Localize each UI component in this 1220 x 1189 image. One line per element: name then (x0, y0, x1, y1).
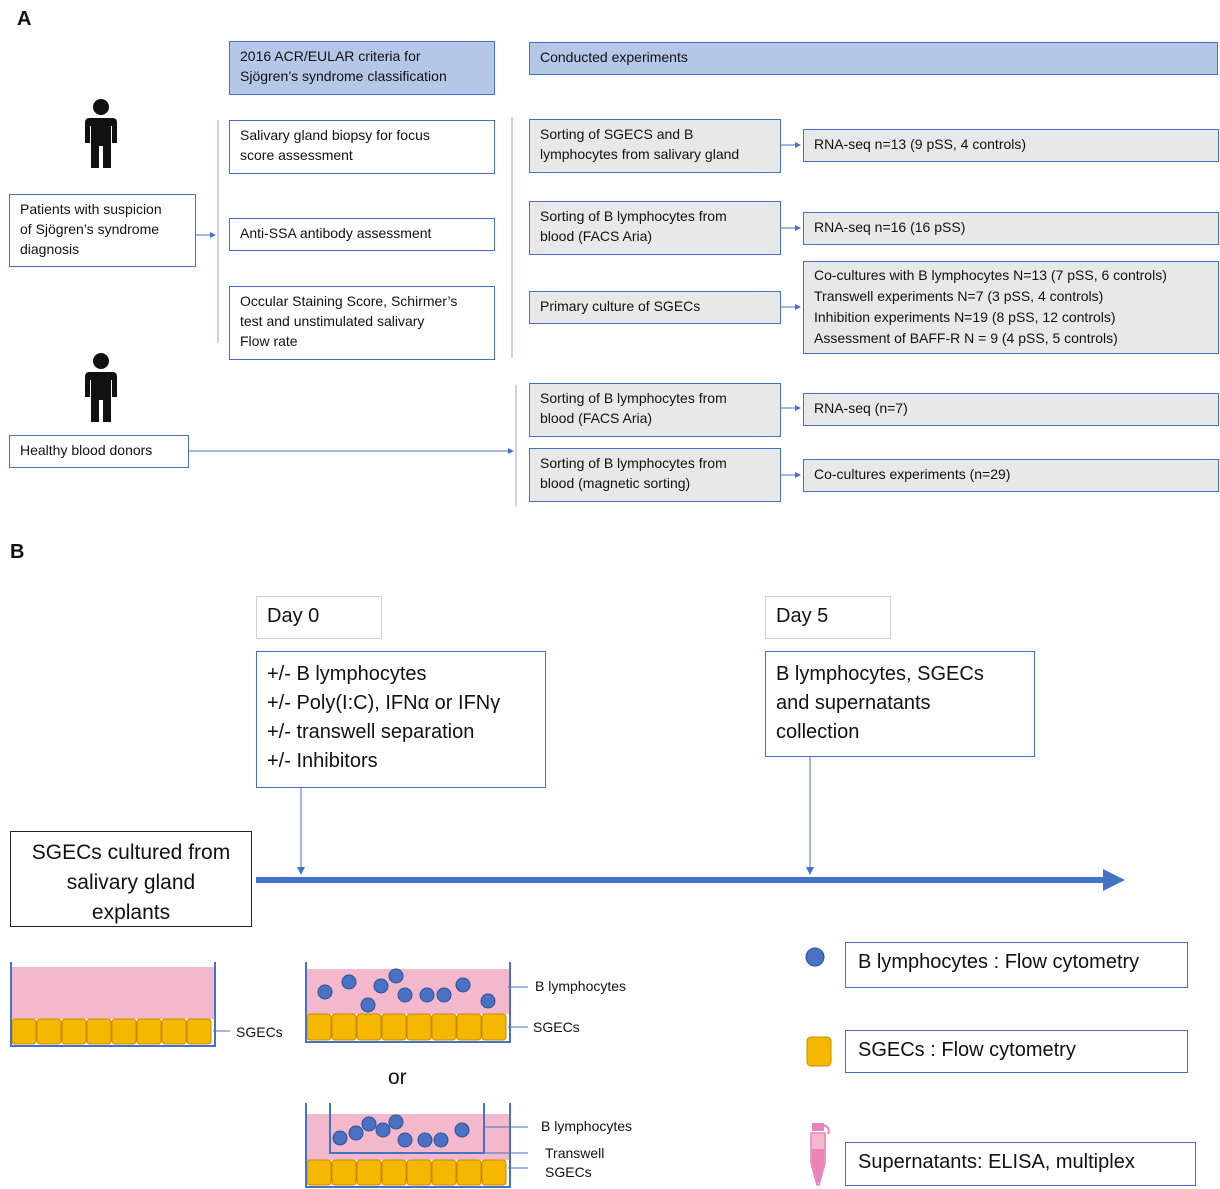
result-box: RNA-seq n=16 (16 pSS) (803, 212, 1219, 245)
experiment-box: Sorting of B lymphocytes from blood (FAC… (529, 201, 781, 255)
patients-box: Patients with suspicion of Sjögren’s syn… (9, 194, 196, 267)
blue-circle-icon (805, 947, 825, 967)
criteria-antibody-box: Anti-SSA antibody assessment (229, 218, 495, 251)
result-box: Co-cultures with B lymphocytes N=13 (7 p… (803, 261, 1219, 354)
experiment-box: Sorting of SGECS and B lymphocytes from … (529, 119, 781, 173)
panel-a-label: A (17, 8, 32, 30)
yellow-cell-icon (806, 1036, 832, 1067)
result-box: Co-cultures experiments (n=29) (803, 459, 1219, 492)
result-box: RNA-seq n=13 (9 pSS, 4 controls) (803, 129, 1219, 162)
or-label: or (388, 1066, 407, 1089)
sgec-cell-row (11, 1018, 212, 1045)
person-icon (85, 99, 117, 168)
sgecs-source-box: SGECs cultured from salivary gland expla… (10, 831, 252, 927)
well3-sgecs-label: SGECs (545, 1164, 592, 1180)
legend-sgecs: SGECs : Flow cytometry (845, 1030, 1188, 1073)
well2-b-lymphocytes-label: B lymphocytes (535, 978, 627, 994)
legend-b-lymphocytes: B lymphocytes : Flow cytometry (845, 942, 1188, 988)
panel-b-label: B (10, 541, 25, 563)
day5-collection-box: B lymphocytes, SGECs and supernatants co… (765, 651, 1035, 757)
criteria-header: 2016 ACR/EULAR criteria for Sjögren’s sy… (229, 41, 495, 95)
well1-sgecs-label: SGECs (236, 1024, 283, 1040)
day5-label: Day 5 (765, 596, 891, 639)
well2-sgecs-label: SGECs (533, 1019, 580, 1035)
criteria-staining-box: Occular Staining Score, Schirmer’s test … (229, 286, 495, 360)
experiment-box: Primary culture of SGECs (529, 291, 781, 324)
experiments-header: Conducted experiments (529, 42, 1218, 75)
well-coculture (305, 962, 528, 1043)
day0-label: Day 0 (256, 596, 382, 639)
healthy-donors-box: Healthy blood donors (9, 435, 189, 468)
criteria-biopsy-box: Salivary gland biopsy for focus score as… (229, 120, 495, 174)
well-sgecs-only (10, 962, 230, 1047)
well3-b-lymphocytes-label: B lymphocytes (541, 1118, 633, 1134)
tube-icon (810, 1123, 830, 1186)
experiment-box: Sorting of B lymphocytes from blood (FAC… (529, 383, 781, 437)
person-icon (85, 353, 117, 422)
result-box: RNA-seq (n=7) (803, 393, 1219, 426)
well3-transwell-label: Transwell (545, 1145, 605, 1161)
experiment-box: Sorting of B lymphocytes from blood (mag… (529, 448, 781, 502)
day0-conditions-box: +/- B lymphocytes +/- Poly(I:C), IFNα or… (256, 651, 546, 788)
well-transwell (305, 1103, 528, 1188)
legend-supernatants: Supernatants: ELISA, multiplex (845, 1142, 1196, 1186)
